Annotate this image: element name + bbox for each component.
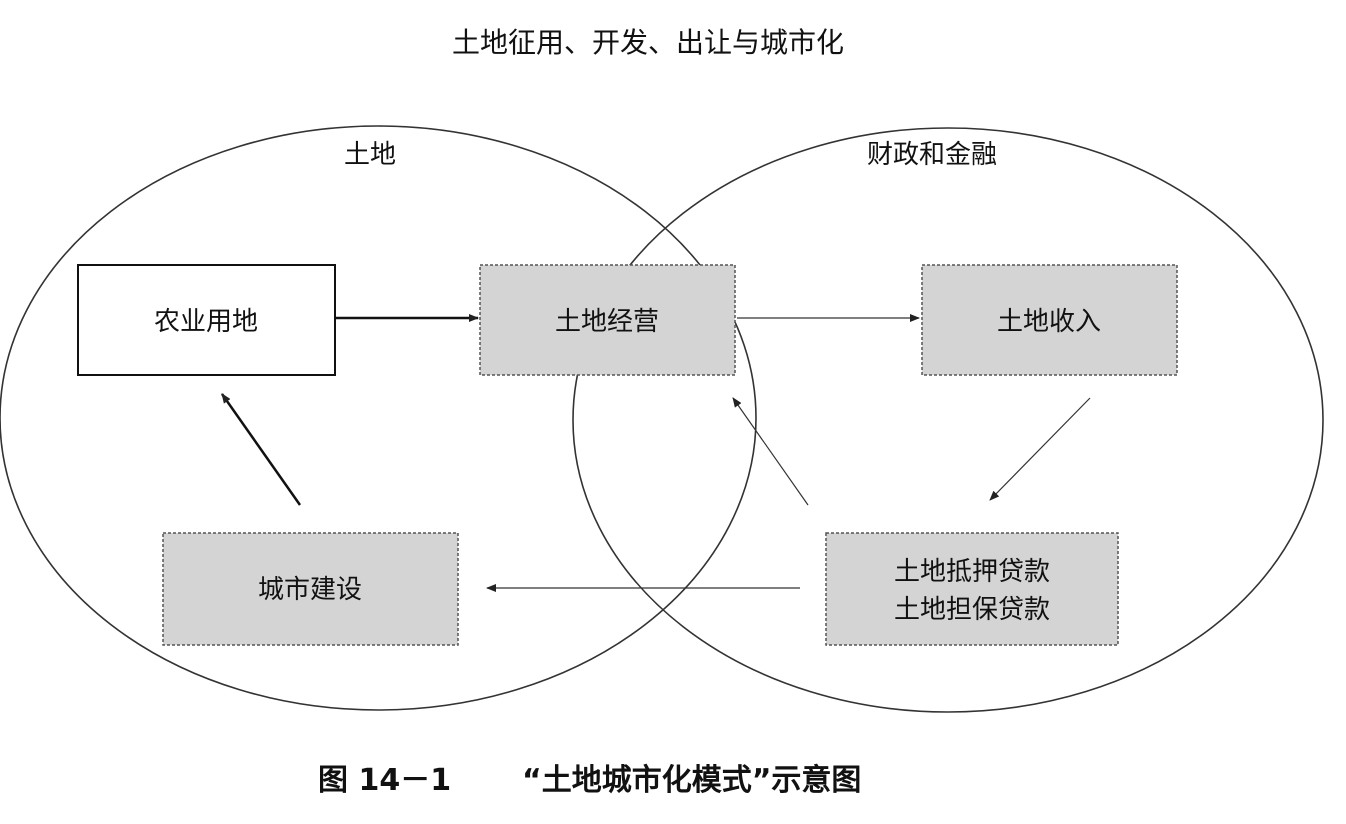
arrow-construction-to-agri (220, 393, 302, 506)
box-agri-land: 农业用地 (77, 264, 336, 376)
finance-circle-label: 财政和金融 (867, 140, 997, 170)
figure-caption: “土地城市化模式”示意图 (522, 763, 861, 798)
diagram-title: 土地征用、开发、出让与城市化 (452, 26, 844, 59)
box-land-loans: 土地抵押贷款 土地担保贷款 (825, 532, 1119, 646)
land-circle (0, 125, 757, 711)
box-loan-line1: 土地抵押贷款 (894, 557, 1050, 587)
box-land-revenue-label: 土地收入 (997, 307, 1101, 337)
figure-number: 图 14－1 (318, 763, 451, 798)
box-agri-land-label: 农业用地 (154, 307, 258, 337)
land-circle-label: 土地 (344, 140, 396, 170)
box-land-operation: 土地经营 (479, 264, 736, 376)
box-loan-line2: 土地担保贷款 (894, 595, 1050, 625)
arrow-revenue-to-loans (989, 397, 1091, 501)
finance-circle (572, 127, 1324, 713)
box-land-revenue: 土地收入 (921, 264, 1178, 376)
arrow-loans-to-operation (732, 397, 809, 506)
box-land-operation-label: 土地经营 (555, 307, 659, 337)
box-urban-construction: 城市建设 (162, 532, 459, 646)
box-urban-construction-label: 城市建设 (258, 575, 362, 605)
